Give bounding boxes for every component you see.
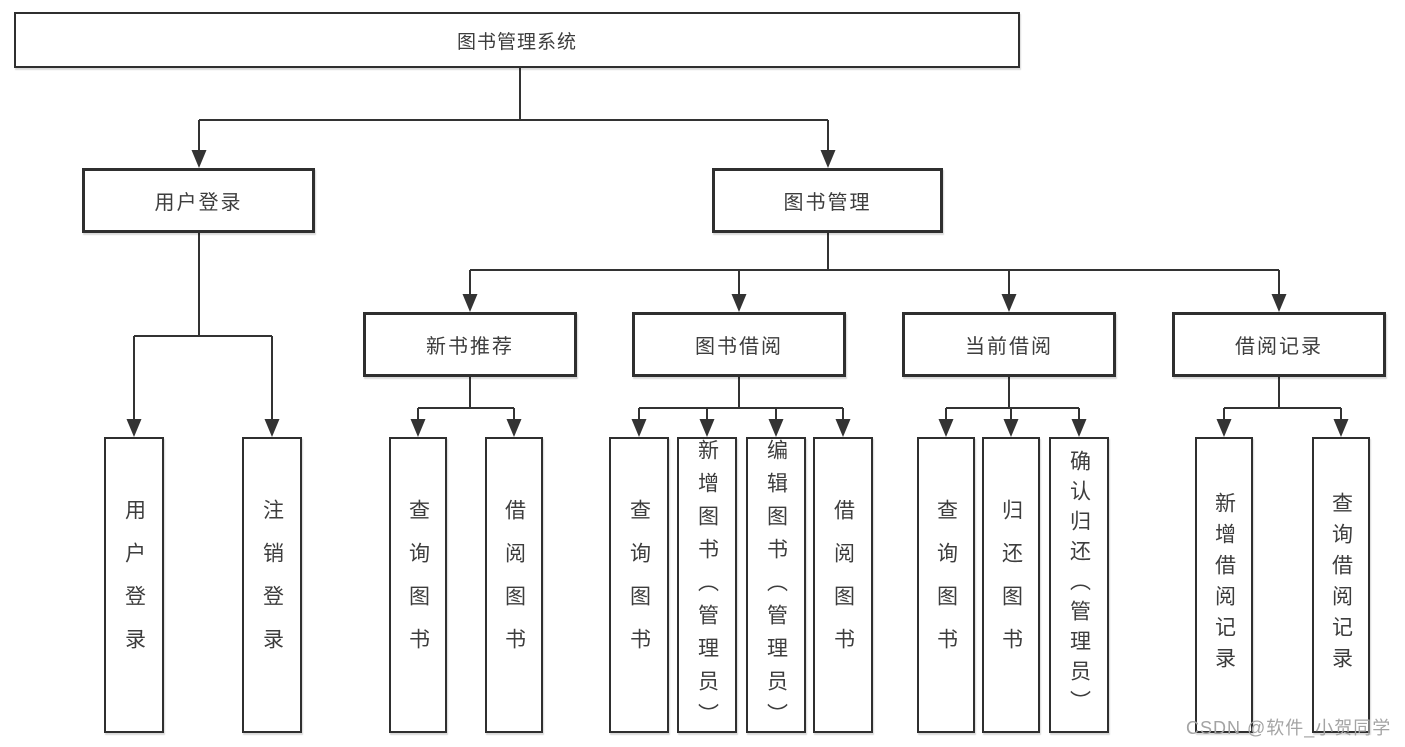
connector-current-borrow-split	[945, 377, 1080, 419]
leaf-edit-books-admin: 编辑图书（管理员）	[746, 437, 806, 736]
leaf-logout: 注销登录	[242, 437, 302, 733]
leaf-confirm-return-admin: 确认归还（管理员）	[1049, 437, 1109, 733]
connector-book-management-split	[469, 233, 1280, 294]
arrowheads-book-management-split	[462, 294, 1287, 312]
node-current-borrowing: 当前借阅	[902, 312, 1116, 377]
leaf-query-books-borrowing: 查询图书	[609, 437, 669, 733]
node-borrowing-records: 借阅记录	[1172, 312, 1386, 377]
arrowheads-user-login-split	[126, 419, 280, 437]
node-book-management: 图书管理	[712, 168, 943, 233]
node-book-borrowing: 图书借阅	[632, 312, 846, 377]
leaf-borrow-books-recommend: 借阅图书	[485, 437, 543, 733]
connector-borrow-record-split	[1223, 377, 1342, 419]
node-new-book-recommend: 新书推荐	[363, 312, 577, 377]
csdn-watermark: CSDN @软件_小贺同学	[1186, 718, 1392, 738]
leaf-user-login: 用户登录	[104, 437, 164, 733]
arrowheads-root-split	[191, 150, 836, 168]
leaf-return-books: 归还图书	[982, 437, 1040, 733]
leaf-add-books-admin: 新增图书（管理员）	[677, 437, 737, 736]
leaf-query-borrow-record: 查询借阅记录	[1312, 437, 1370, 733]
arrowheads-book-borrow-split	[631, 419, 851, 437]
connector-user-login-split	[133, 233, 273, 419]
connector-root-split	[198, 68, 829, 150]
arrowheads-new-book-split	[410, 419, 522, 437]
leaf-query-books-recommend: 查询图书	[389, 437, 447, 733]
leaf-borrow-books-borrowing: 借阅图书	[813, 437, 873, 733]
leaf-query-books-current: 查询图书	[917, 437, 975, 733]
connector-new-book-split	[417, 377, 515, 419]
arrowheads-current-borrow-split	[938, 419, 1087, 437]
node-user-login: 用户登录	[82, 168, 315, 233]
leaf-add-borrow-record: 新增借阅记录	[1195, 437, 1253, 733]
node-library-system: 图书管理系统	[14, 12, 1020, 68]
arrowheads-borrow-record-split	[1216, 419, 1349, 437]
connector-book-borrow-split	[638, 377, 844, 419]
